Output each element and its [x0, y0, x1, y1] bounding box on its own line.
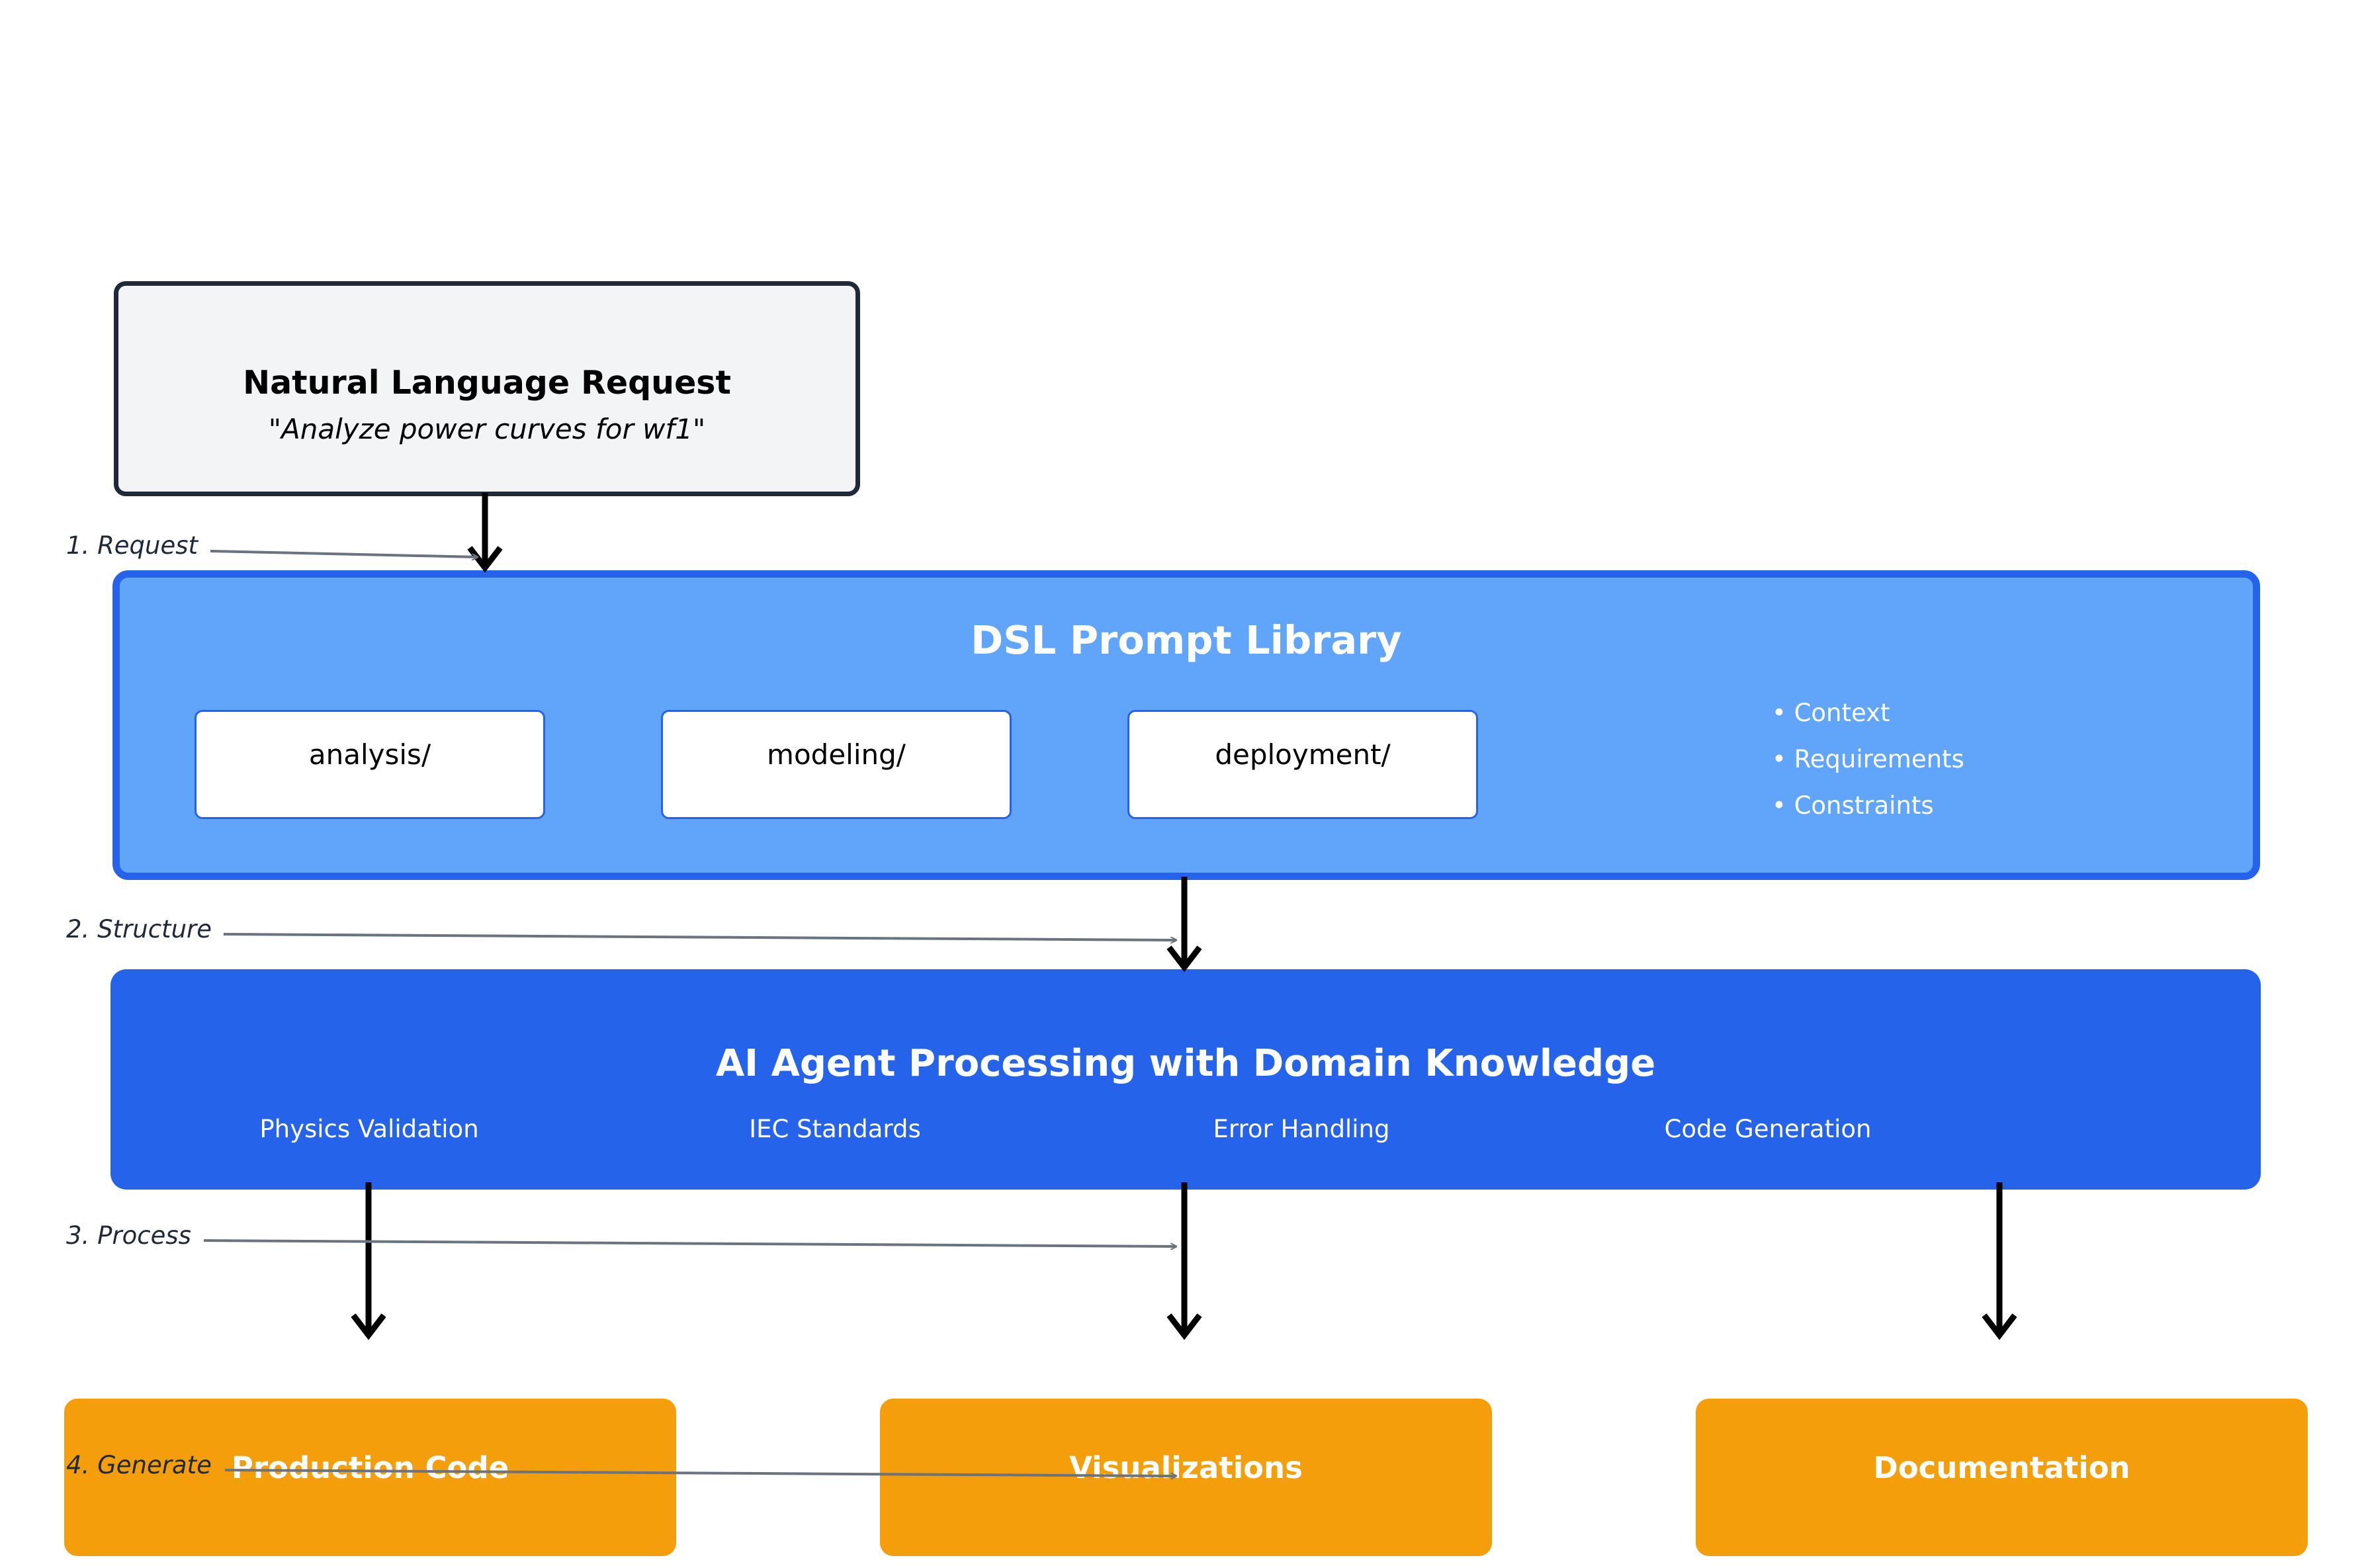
- step-pointer-structure: [223, 933, 1176, 940]
- agent-box: AI Agent Processing with Domain Knowledg…: [110, 969, 2261, 1190]
- flow-arrow-visualizations: [1166, 1182, 1202, 1340]
- step-label-generate: 4. Generate: [66, 1451, 212, 1479]
- output-documentation: Documentation: [1696, 1399, 2308, 1556]
- folder-deployment: deployment/: [1127, 710, 1478, 819]
- bullet-constraints: • Constraints: [1772, 791, 1934, 820]
- step-pointer-generate: [224, 1469, 1176, 1476]
- step-label-structure: 2. Structure: [66, 915, 212, 943]
- step-pointer-request: [210, 550, 478, 557]
- capability-iec-standards: IEC Standards: [749, 1115, 921, 1143]
- agent-title: AI Agent Processing with Domain Knowledg…: [715, 1042, 1656, 1085]
- dsl-library-title: DSL Prompt Library: [971, 617, 1402, 663]
- output-visualizations: Visualizations: [880, 1399, 1492, 1556]
- capability-physics-validation: Physics Validation: [259, 1115, 479, 1143]
- bullet-context: • Context: [1772, 699, 1890, 727]
- dsl-library-box: DSL Prompt Library analysis/ modeling/ d…: [112, 570, 2260, 880]
- request-example: "Analyze power curves for wf1": [268, 413, 706, 445]
- step-pointer-process: [203, 1239, 1176, 1246]
- capability-code-generation: Code Generation: [1664, 1115, 1872, 1143]
- request-box: Natural Language Request "Analyze power …: [114, 281, 860, 496]
- folder-analysis: analysis/: [195, 710, 545, 819]
- flow-arrow-code: [351, 1182, 386, 1340]
- step-label-process: 3. Process: [66, 1221, 191, 1250]
- output-production-code: Production Code: [64, 1399, 676, 1556]
- step-label-request: 1. Request: [66, 531, 198, 560]
- flow-arrow-documentation: [1982, 1182, 2017, 1340]
- flow-arrow-structure: [1166, 877, 1202, 973]
- bullet-requirements: • Requirements: [1772, 745, 1964, 773]
- request-title: Natural Language Request: [243, 364, 731, 402]
- capability-error-handling: Error Handling: [1213, 1115, 1390, 1143]
- dsl-bullet-list: • Context • Requirements • Constraints: [1772, 690, 1964, 829]
- folder-modeling: modeling/: [661, 710, 1012, 819]
